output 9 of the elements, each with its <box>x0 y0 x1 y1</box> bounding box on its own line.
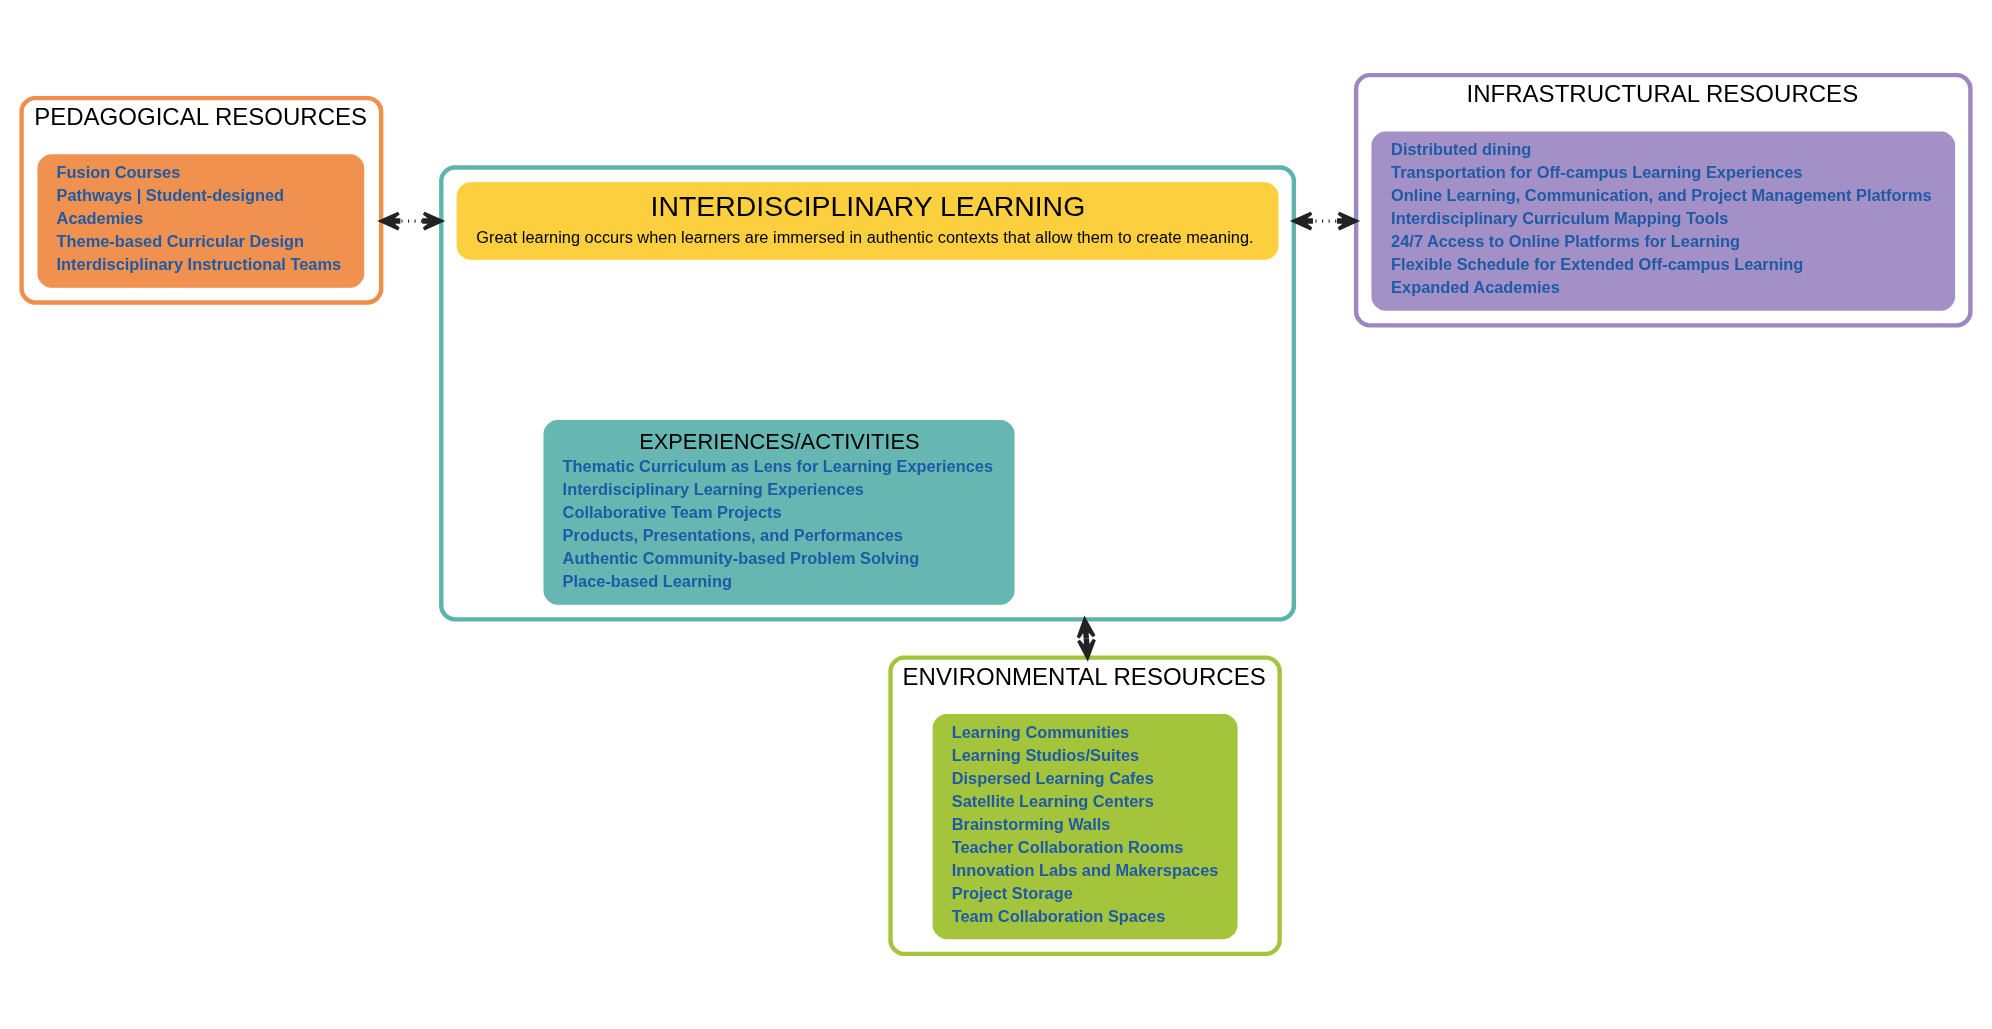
node-box: Fusion Courses Pathways | Student-designed Academies Theme-based Curricular Design Interdisciplinary Instructional Teams <box>37 154 365 288</box>
arrow <box>379 211 443 231</box>
node-box: Learning Communities Learning Studios/Suites Dispersed Learning Cafes Satellite Learning Centers Brainstorming Walls Teacher Collaboration Rooms Innovation Labs and Makerspaces Project Storage Team Collaboration Spaces <box>932 713 1238 940</box>
node-box: INTERDISCIPLINARY LEARNING Great learning occurs when learners are immersed in authentic contexts that allow them to create meaning. <box>456 182 1279 260</box>
node-box: Distributed dining Transportation for Off-campus Learning Experiences Online Learning, Communication, and Project Management Platforms Interdisciplinary Curriculum Mapping Tools 24/7 Access to Online Platforms for Learning Flexible Schedule for Extended Off-campus Learning Expanded Academies <box>1371 131 1956 311</box>
arrow <box>1292 211 1358 231</box>
arrow <box>1076 617 1096 660</box>
node-box: EXPERIENCES/ACTIVITIES Thematic Curriculum as Lens for Learning Experiences Interdisciplinary Learning Experiences Collaborative Team Projects Products, Presentations, and Performances Authentic Community-based Problem Solving Place-based Learning <box>543 419 1015 605</box>
cluster <box>439 165 1297 622</box>
